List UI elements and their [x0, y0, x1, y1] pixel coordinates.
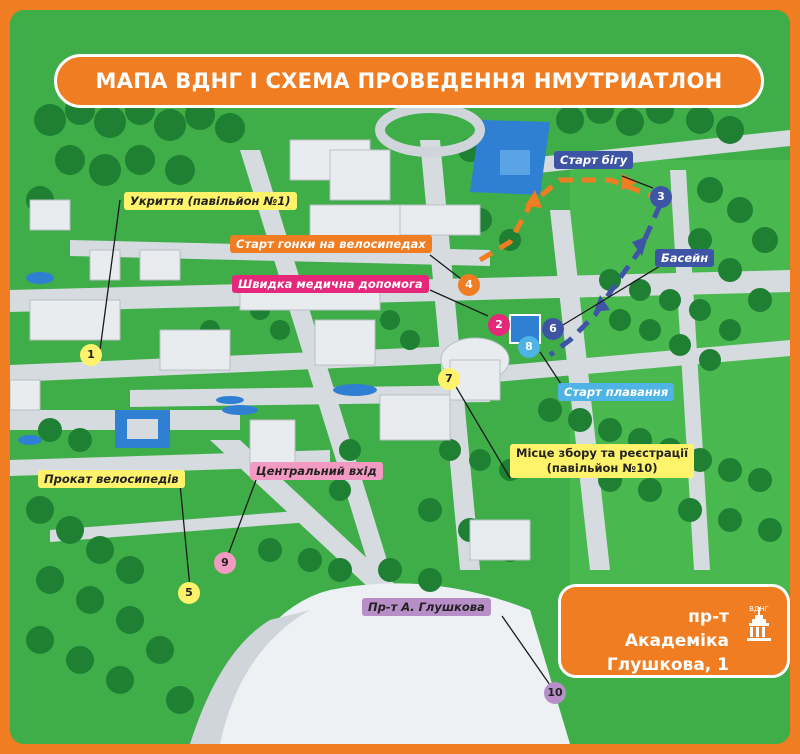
pin-3[interactable]: 3	[650, 186, 672, 208]
label-shelter: Укриття (павільйон №1)	[124, 192, 297, 210]
address-line2: Глушкова, 1	[606, 655, 729, 675]
label-registration-line2: (павільйон №10)	[546, 461, 658, 475]
label-ambulance: Швидка медична допомога	[232, 275, 429, 293]
address-text: пр-т Академіка Глушкова, 1	[579, 605, 729, 677]
label-main-entrance: Центральний вхід	[250, 462, 383, 480]
pin-4[interactable]: 4	[458, 274, 480, 296]
label-registration: Місце збору та реєстрації (павільйон №10…	[510, 444, 695, 478]
label-bike-race-start: Старт гонки на велосипедах	[230, 235, 432, 253]
pin-1[interactable]: 1	[80, 344, 102, 366]
pin-7[interactable]: 7	[438, 368, 460, 390]
pin-9[interactable]: 9	[214, 552, 236, 574]
label-registration-line1: Місце збору та реєстрації	[516, 446, 689, 460]
vdng-logo: ВДНГ	[741, 605, 777, 657]
pin-6[interactable]: 6	[542, 318, 564, 340]
label-swim-start: Старт плавання	[558, 383, 675, 401]
pin-2[interactable]: 2	[488, 314, 510, 336]
address-line1: пр-т Академіка	[624, 607, 729, 651]
address-box: пр-т Академіка Глушкова, 1	[558, 584, 790, 678]
map-title: МАПА ВДНГ І СХЕМА ПРОВЕДЕННЯ НМУТРИАТЛОН	[54, 54, 764, 108]
map-illustration	[10, 10, 790, 744]
label-glushkova-ave: Пр-т А. Глушкова	[362, 598, 491, 616]
pin-8[interactable]: 8	[518, 336, 540, 358]
pavilion-spire-icon	[747, 607, 771, 641]
label-pool: Басейн	[655, 249, 715, 267]
pin-10[interactable]: 10	[544, 682, 566, 704]
label-run-start: Старт бігу	[554, 151, 634, 169]
pin-5[interactable]: 5	[178, 582, 200, 604]
park-map: МАПА ВДНГ І СХЕМА ПРОВЕДЕННЯ НМУТРИАТЛОН…	[10, 10, 790, 744]
label-bike-rental: Прокат велосипедів	[38, 470, 185, 488]
